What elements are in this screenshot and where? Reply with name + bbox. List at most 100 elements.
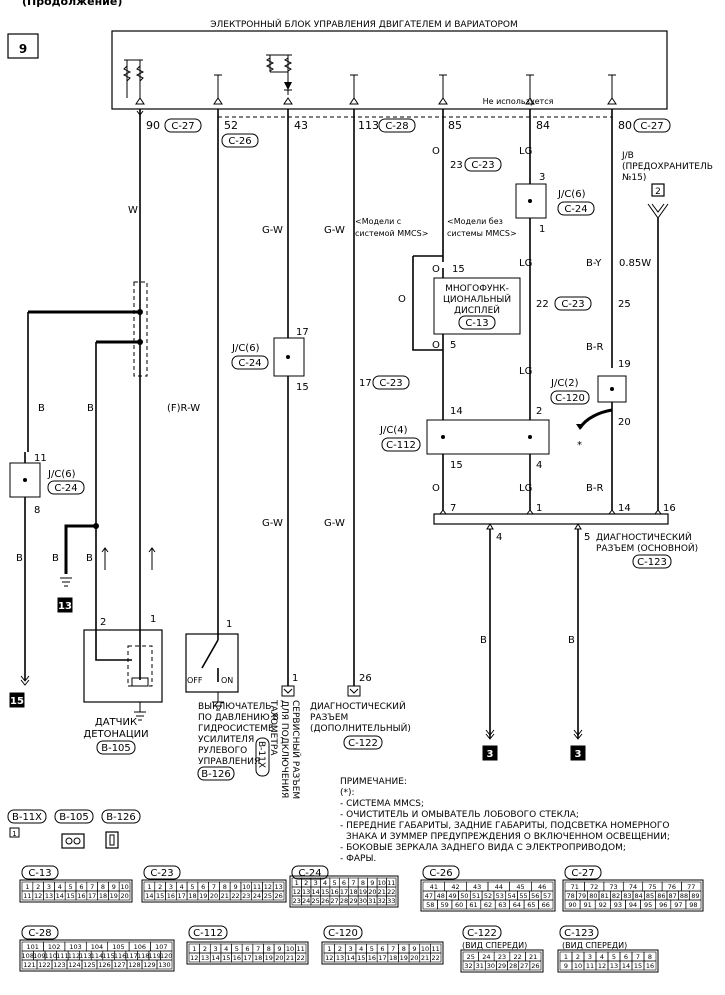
face-c26-label: C-26 [429,868,452,879]
connector-pin-number: 7 [351,879,355,887]
connector-pin-number: 106 [134,943,146,951]
jb-pin2: 2 [655,187,661,197]
connector-pin-number: 7 [636,953,640,961]
jc6-left-label: J/C(6) [47,469,76,480]
wire-o-5: O [432,483,440,494]
connector-pin-number: 29 [498,962,506,970]
connector-pin-number: 65 [527,901,535,909]
connector-pin-number: 19 [359,888,367,896]
face-c28-label: C-28 [28,928,51,939]
svg-text:1: 1 [226,619,232,630]
connector-pin-number: 7 [90,883,94,891]
connector-pin-cell [156,959,173,970]
connector-pin-number: 15 [156,892,164,900]
connector-pin-number: 79 [578,892,586,900]
connector-pin-number: 72 [590,883,598,891]
face-c122-label: C-122 [467,928,497,939]
jc4-pin15: 15 [450,460,463,471]
connector-pin-number: 9 [370,879,374,887]
connector-pin-number: 122 [38,961,50,969]
connector-pin-number: 114 [91,952,103,960]
connector-pin-number: 18 [349,888,357,896]
connector-pin-cell [430,952,442,963]
connector-pin-number: 126 [98,961,110,969]
wire-gw-2: G-W [262,518,283,529]
jc6-left-pin8: 8 [34,505,40,516]
wire-lg-1: LG [519,146,532,157]
connector-face-outline [19,939,175,972]
connector-pin-number: 3 [214,945,218,953]
connector-pin-number: 19 [400,954,408,962]
connector-pin-number: 16 [167,892,175,900]
display-label-2: ЦИОНАЛЬНЫЙ [443,293,511,305]
connector-pin-number: 15 [321,888,329,896]
connector-pin-number: 45 [516,883,524,891]
connector-pin-number: 21 [529,953,537,961]
connector-pin-number: 2 [203,945,207,953]
connector-pin-number: 90 [568,901,576,909]
connector-pin-number: 2 [338,945,342,953]
connector-pin-number: 12 [264,883,272,891]
connector-pin-number: 54 [507,892,515,900]
connector-pin-number: 32 [464,962,472,970]
jc6-right-pin1: 1 [539,224,545,235]
diag-pin16: 16 [663,503,676,514]
connector-pin-cell [685,899,702,910]
connector-pin-number: 108 [22,952,34,960]
connector-pin-number: 80 [589,892,597,900]
connector-pin-number: 103 [69,943,81,951]
connector-pin-number: 11 [432,945,440,953]
connector-pin-number: 109 [33,952,45,960]
jc6-right-conn: C-24 [564,204,587,215]
connector-pin-number: 11 [253,883,261,891]
wire-b-left-bottom: B [16,553,23,564]
connector-pin-number: 6 [201,883,205,891]
conn-c27-pill [164,118,202,133]
connector-pin-number: 29 [349,897,357,905]
connector-pin-number: 98 [689,901,697,909]
connector-pin-number: 23 [293,897,301,905]
connector-pin-number: 59 [441,901,449,909]
connector-pin-number: 12 [325,954,333,962]
connector-pin-number: 21 [421,954,429,962]
connector-pin-number: 52 [484,892,492,900]
connector-pin-number: 14 [56,892,64,900]
face-c120-label: C-120 [328,928,358,939]
connector-pin-number: 2 [304,879,308,887]
wire-b-ground: B [52,553,59,564]
conn-b126-label: B-126 [201,769,231,780]
connector-pin-number: 93 [614,901,622,909]
connector-pin-number: 10 [120,883,128,891]
connector-pin-number: 24 [482,953,490,961]
connector-pin-number: 66 [542,901,550,909]
connector-pin-number: 128 [128,961,140,969]
connector-pin-number: 10 [378,879,386,887]
models-with-1: <Модели с [355,217,401,226]
svg-text:- БОКОВЫЕ ЗЕРКАЛА ЗАДНЕГО ВИДА: - БОКОВЫЕ ЗЕРКАЛА ЗАДНЕГО ВИДА С ЭЛЕКТРО… [340,843,626,853]
wire-frw-label: (F)R-W [167,403,200,414]
connector-pin-number: 43 [473,883,481,891]
connector-pin-number: 87 [669,892,677,900]
conn-c26-pill [221,133,259,148]
connector-pin-number: 5 [235,945,239,953]
connector-pin-number: 6 [342,879,346,887]
pressure-label-5: РУЛЕВОГО [198,746,247,756]
pin-85: 85 [448,119,462,132]
wire-085w-label: 0.85W [619,258,651,269]
connector-pin-number: 1 [295,879,299,887]
conn-c27-label: C-27 [171,121,194,132]
wire-b-diag-2: B [568,635,575,646]
connector-pin-number: 5 [332,879,336,887]
connector-pin-number: 17 [178,892,186,900]
connector-pin-number: 24 [302,897,310,905]
wire-b-label-1: B [38,403,45,414]
connector-pin-number: 16 [77,892,85,900]
connector-pin-number: 96 [659,901,667,909]
wire-gw-1: G-W [262,225,283,236]
conn-c28-label: C-28 [385,121,408,132]
conn-c26-label: C-26 [228,136,251,147]
